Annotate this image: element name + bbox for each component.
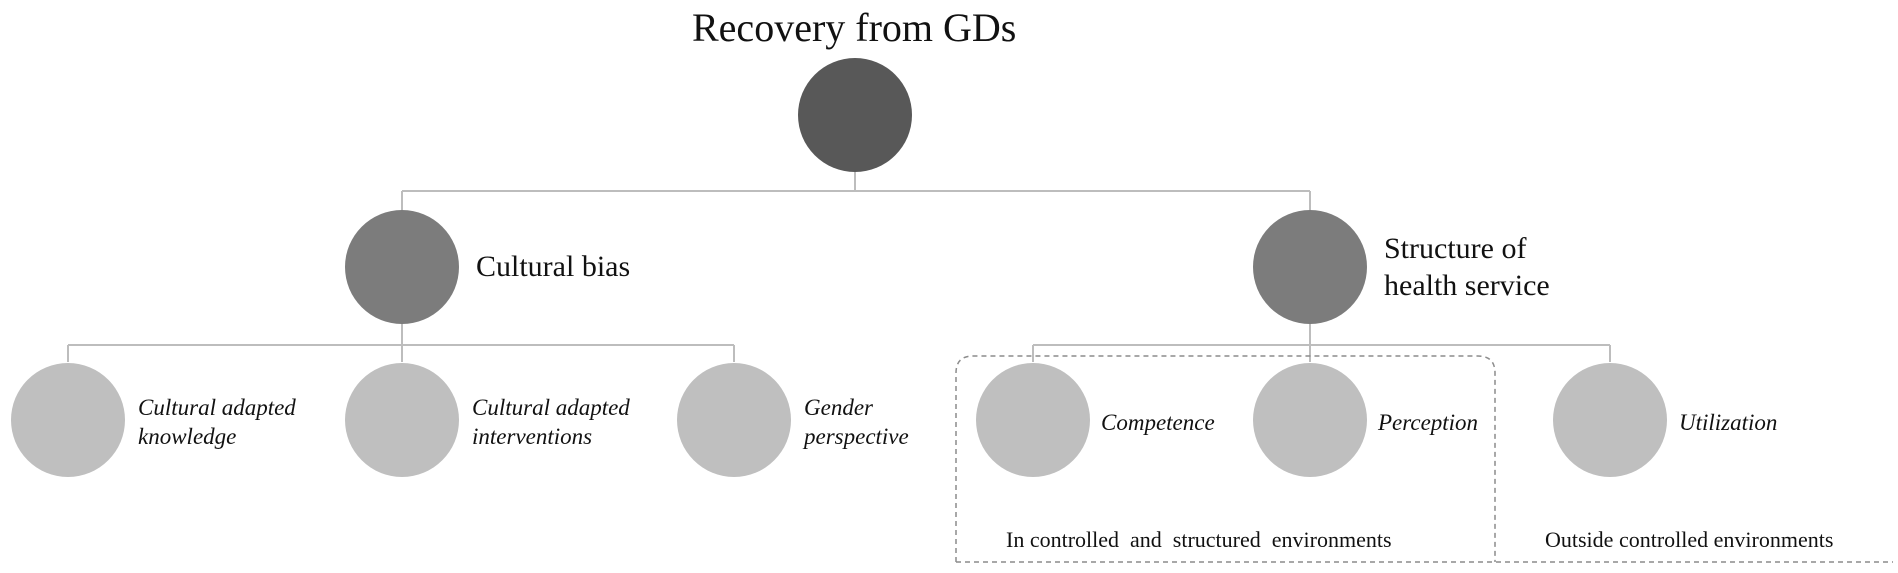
cultural-bias-node bbox=[345, 210, 459, 324]
competence-node bbox=[976, 363, 1090, 477]
perception-node bbox=[1253, 363, 1367, 477]
gender-label-line2: perspective bbox=[804, 424, 909, 449]
outside-environments-label: Outside controlled environments bbox=[1545, 527, 1834, 552]
interventions-label-line2: interventions bbox=[472, 424, 593, 449]
controlled-environments-label: In controlled and structured environment… bbox=[1006, 527, 1392, 552]
structure-label: Structure of health service bbox=[1384, 230, 1550, 304]
utilization-label: Utilization bbox=[1679, 410, 1778, 435]
knowledge-label-line1: Cultural adapted bbox=[138, 395, 296, 420]
root-title: Recovery from GDs bbox=[692, 5, 1017, 50]
structure-node bbox=[1253, 210, 1367, 324]
interventions-label: Cultural adapted interventions bbox=[472, 393, 630, 451]
knowledge-node bbox=[11, 363, 125, 477]
interventions-label-line1: Cultural adapted bbox=[472, 395, 630, 420]
gender-node bbox=[677, 363, 791, 477]
gender-label: Gender perspective bbox=[804, 393, 909, 451]
interventions-node bbox=[345, 363, 459, 477]
controlled-environments-frame bbox=[955, 355, 1496, 562]
connectors bbox=[67, 162, 1611, 362]
structure-label-line1: Structure of bbox=[1384, 232, 1527, 265]
cultural-bias-label: Cultural bias bbox=[476, 248, 630, 285]
structure-label-line2: health service bbox=[1384, 269, 1550, 302]
knowledge-label-line2: knowledge bbox=[138, 424, 237, 449]
cultural-bias-label-line1: Cultural bias bbox=[476, 250, 631, 283]
knowledge-label: Cultural adapted knowledge bbox=[138, 393, 296, 451]
competence-label: Competence bbox=[1101, 410, 1215, 435]
root-node bbox=[798, 58, 912, 172]
perception-label: Perception bbox=[1378, 410, 1479, 435]
utilization-node bbox=[1553, 363, 1667, 477]
gender-label-line1: Gender bbox=[804, 395, 873, 420]
